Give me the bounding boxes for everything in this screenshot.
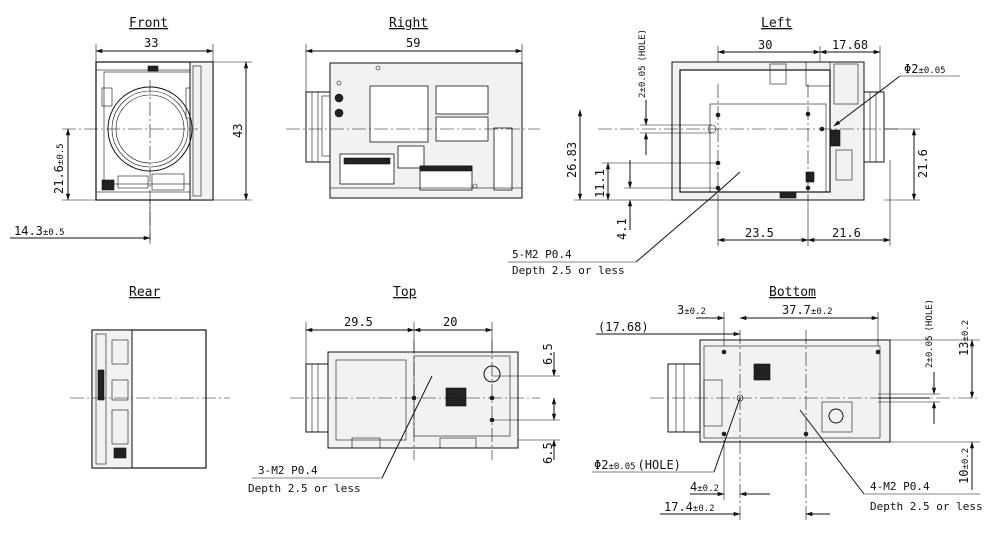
dim-left-26-83: 26.83 [565, 142, 579, 178]
dim-bottom-3: 3±0.2 [677, 303, 706, 317]
dim-bottom-hole-pos: 2±0.05(HOLE) [925, 299, 935, 368]
view-title-rear: Rear [129, 285, 160, 300]
view-title-left: Left [761, 16, 792, 31]
dim-left-4-1: 4.1 [615, 218, 629, 240]
view-title-front: Front [129, 16, 168, 31]
dim-bottom-37-7: 37.7±0.2 [782, 303, 833, 317]
dim-front-center-offset: 14.3±0.5 [14, 224, 65, 238]
dim-bottom-13: 13±0.2 [957, 320, 971, 356]
dim-left-23-5: 23.5 [745, 226, 774, 240]
right-view: 59 [286, 36, 540, 199]
dim-bottom-4: 4±0.2 [690, 480, 719, 494]
note-top-depth: Depth 2.5 or less [248, 482, 361, 495]
note-left-depth: Depth 2.5 or less [512, 264, 625, 277]
front-view: 33 43 21.6±0.5 14.3±0.5 [10, 36, 252, 244]
dim-left-17-68: 17.68 [832, 38, 868, 52]
view-title-right: Right [389, 16, 428, 31]
bottom-view: 3±0.2 37.7±0.2 (17.68) 2±0.05(HOLE) 13±0… [592, 299, 983, 520]
dim-left-30: 30 [758, 38, 772, 52]
view-title-bottom: Bottom [769, 285, 816, 300]
dim-top-6-5-a: 6.5 [541, 343, 555, 365]
dim-left-11-1: 11.1 [593, 169, 607, 198]
dim-bottom-10: 10±0.2 [957, 448, 971, 484]
note-bottom-screw: 4-M2 P0.4 [870, 480, 930, 493]
dim-front-height: 43 [231, 124, 245, 138]
dim-bottom-17-4: 17.4±0.2 [664, 500, 715, 514]
top-view: 29.5 20 6.5 6.5 3-M2 P0.4 Depth 2.5 or l… [248, 315, 560, 495]
dim-top-6-5-b: 6.5 [541, 442, 555, 464]
dim-front-center-height: 21.6±0.5 [52, 143, 66, 194]
dim-bottom-17-68: (17.68) [598, 320, 649, 334]
dim-top-29-5: 29.5 [344, 315, 373, 329]
dim-right-length: 59 [406, 36, 420, 50]
dim-top-20: 20 [443, 315, 457, 329]
dim-left-21-6-v: 21.6 [916, 149, 930, 178]
note-bottom-depth: Depth 2.5 or less [870, 500, 983, 513]
note-left-screw: 5-M2 P0.4 [512, 248, 572, 261]
dim-bottom-hole-dia: Φ2±0.05(HOLE) [594, 458, 681, 472]
dim-left-hole-pos: 2±0.05(HOLE) [638, 29, 648, 98]
dim-left-21-6-h: 21.6 [832, 226, 861, 240]
left-view: 30 17.68 Φ2±0.05 2±0.05(HOLE) 26.83 11.1… [508, 29, 960, 277]
rear-view [70, 329, 230, 469]
dim-left-hole-dia: Φ2±0.05 [904, 62, 946, 76]
view-title-top: Top [393, 285, 417, 300]
note-top-screw: 3-M2 P0.4 [258, 464, 318, 477]
dim-front-width: 33 [144, 36, 158, 50]
